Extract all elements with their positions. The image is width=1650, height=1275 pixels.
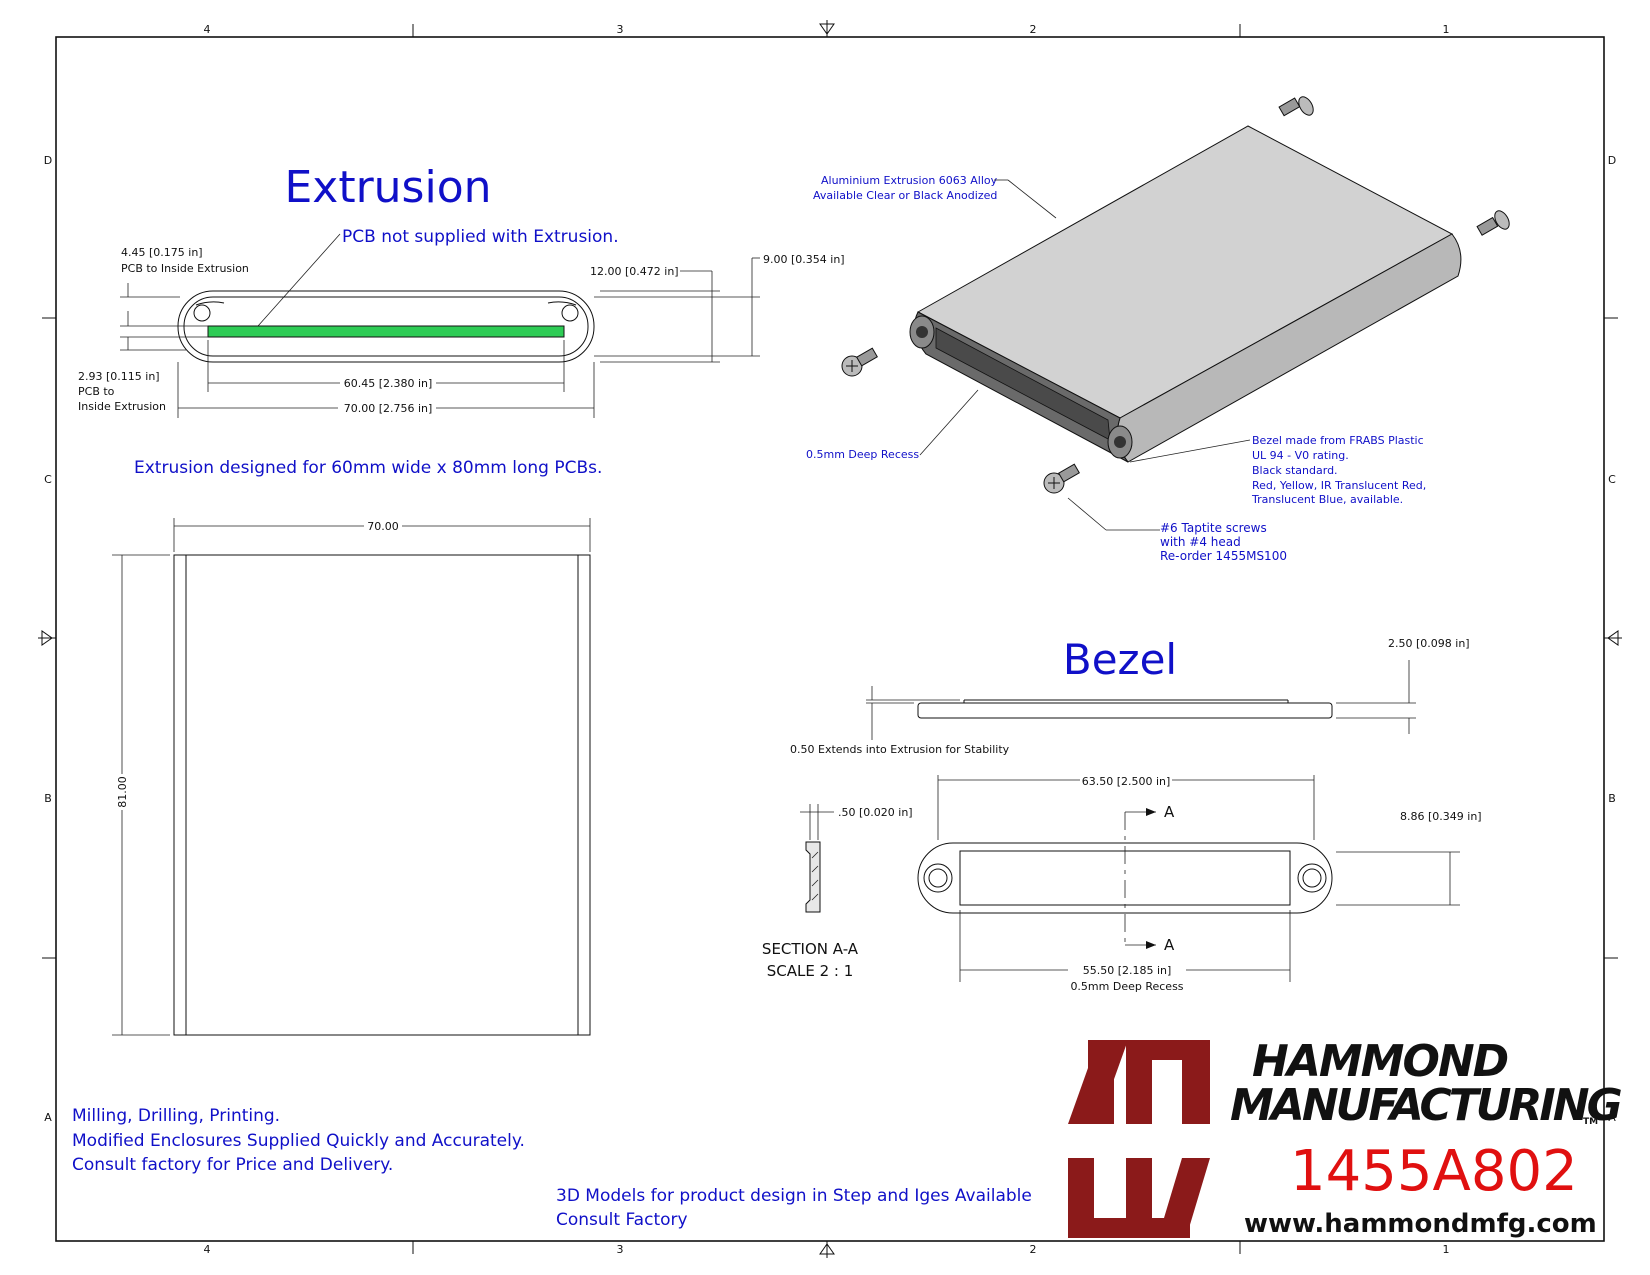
zone-right-d: D (1608, 154, 1616, 167)
dim-pcb-top-value: 4.45 [0.175 in] (121, 246, 203, 259)
dim-bezel-height: 8.86 [0.349 in] (1400, 810, 1482, 823)
dim-pcb-width: 60.45 [2.380 in] (344, 377, 433, 390)
part-number: 1455A802 (1290, 1139, 1578, 1204)
screw-note-3: Re-order 1455MS100 (1160, 549, 1287, 563)
dim-top-view-length: 81.00 (116, 776, 129, 808)
zone-bottom-2: 2 (1030, 1243, 1037, 1256)
extrusion-design-note: Extrusion designed for 60mm wide x 80mm … (134, 458, 602, 478)
zone-bottom-1: 1 (1443, 1243, 1450, 1256)
dim-pcb-bottom-value: 2.93 [0.115 in] (78, 370, 160, 383)
bezel-material-2: UL 94 - V0 rating. (1252, 449, 1349, 462)
screw-note-1: #6 Taptite screws (1160, 521, 1267, 535)
note-models-consult: Consult Factory (556, 1210, 688, 1230)
extrusion-title: Extrusion (284, 162, 491, 213)
screw-icon (1043, 463, 1080, 494)
zone-bottom-4: 4 (204, 1243, 211, 1256)
zone-top-3: 3 (617, 23, 624, 36)
dim-outer-height: 9.00 [0.354 in] (763, 253, 845, 266)
company-name-1: HAMMOND (1252, 1036, 1508, 1087)
zone-right-b: B (1608, 792, 1616, 805)
dim-pcb-bottom-label1: PCB to (78, 385, 115, 398)
screw-note-2: with #4 head (1160, 535, 1241, 549)
screw-icon (1278, 96, 1314, 117)
dim-bezel-width: 63.50 [2.500 in] (1082, 775, 1171, 788)
dim-recess-note: 0.5mm Deep Recess (1070, 980, 1183, 993)
dim-recess-width: 55.50 [2.185 in] (1083, 964, 1172, 977)
zone-right-a: A (1608, 1111, 1616, 1124)
extrusion-profile (177, 290, 595, 363)
title-block: HAMMOND MANUFACTURING TM 1455A802 www.ha… (1230, 1036, 1625, 1239)
zone-top-1: 1 (1443, 23, 1450, 36)
zone-left-d: D (44, 154, 52, 167)
dim-pcb-top-label: PCB to Inside Extrusion (121, 262, 249, 275)
section-title: SECTION A-A (762, 940, 859, 958)
recess-note: 0.5mm Deep Recess (806, 448, 919, 461)
dim-lip: .50 [0.020 in] (838, 806, 913, 819)
zone-ticks (38, 20, 1622, 1258)
zone-top-4: 4 (204, 23, 211, 36)
dim-total-width: 70.00 [2.756 in] (344, 402, 433, 415)
zone-left-c: C (44, 473, 52, 486)
notes: Milling, Drilling, Printing. Modified En… (72, 1106, 1032, 1230)
trademark: TM (1583, 1117, 1598, 1127)
extrusion-dimensions: 4.45 [0.175 in] PCB to Inside Extrusion … (78, 246, 845, 418)
bezel-material-1: Bezel made from FRABS Plastic (1252, 434, 1424, 447)
zone-left-a: A (44, 1111, 52, 1124)
drawing-border (55, 36, 1605, 1242)
zone-top-2: 2 (1030, 23, 1037, 36)
section-mark-bottom: A (1164, 936, 1175, 954)
isometric-enclosure (909, 125, 1462, 463)
note-modified: Modified Enclosures Supplied Quickly and… (72, 1131, 525, 1151)
bezel-material-4: Red, Yellow, IR Translucent Red, (1252, 479, 1426, 492)
bezel-title: Bezel (1063, 635, 1177, 684)
bezel-side-view: 0.50 Extends into Extrusion for Stabilit… (790, 637, 1470, 756)
bezel-front-view: A A 63.50 [2.500 in] 8.86 [0.349 in] 55.… (917, 775, 1482, 993)
section-view: .50 [0.020 in] SECTION A-A SCALE 2 : 1 (762, 804, 913, 980)
hammond-logo-icon (1068, 1040, 1210, 1238)
extrusion-top-view: 70.00 81.00 (112, 518, 591, 1036)
iso-callouts: Aluminium Extrusion 6063 Alloy Available… (806, 174, 1426, 563)
website: www.hammondmfg.com (1244, 1209, 1597, 1239)
dim-pcb-bottom-label2: Inside Extrusion (78, 400, 166, 413)
section-scale: SCALE 2 : 1 (767, 962, 854, 980)
pcb-note-leader (257, 233, 341, 327)
screw-icons (841, 96, 1510, 494)
bezel-material-5: Translucent Blue, available. (1251, 493, 1403, 506)
zone-labels: 4 3 2 1 4 3 2 1 D C B A D C B A (44, 23, 1616, 1256)
company-name-2: MANUFACTURING (1230, 1080, 1622, 1131)
alloy-note-1: Aluminium Extrusion 6063 Alloy (821, 174, 998, 187)
screw-icon (841, 347, 878, 377)
dim-inner-height: 12.00 [0.472 in] (590, 265, 679, 278)
pcb-board (207, 325, 565, 338)
zone-right-c: C (1608, 473, 1616, 486)
dim-extend: 0.50 Extends into Extrusion for Stabilit… (790, 743, 1010, 756)
note-models: 3D Models for product design in Step and… (556, 1186, 1032, 1206)
zone-left-b: B (44, 792, 52, 805)
note-milling: Milling, Drilling, Printing. (72, 1106, 280, 1126)
pcb-note: PCB not supplied with Extrusion. (342, 227, 619, 247)
bezel-material-3: Black standard. (1252, 464, 1338, 477)
screw-icon (1476, 210, 1510, 236)
dim-thickness: 2.50 [0.098 in] (1388, 637, 1470, 650)
zone-bottom-3: 3 (617, 1243, 624, 1256)
dim-top-view-width: 70.00 (367, 520, 399, 533)
alloy-note-2: Available Clear or Black Anodized (813, 189, 997, 202)
section-mark-top: A (1164, 803, 1175, 821)
note-consult: Consult factory for Price and Delivery. (72, 1155, 393, 1175)
